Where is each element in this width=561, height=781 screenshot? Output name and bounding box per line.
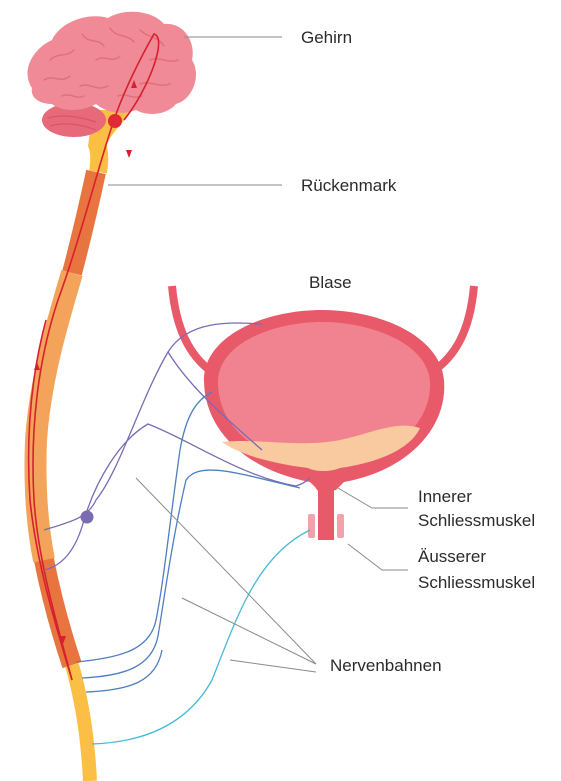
spinal-cord [35, 142, 99, 781]
label-spinal-cord: Rückenmark [301, 175, 396, 197]
nerve-blue-1 [76, 392, 212, 662]
outer-sphincter-right [337, 514, 344, 538]
leader-inner-sphincter [338, 488, 408, 508]
nerve-cyan [92, 530, 310, 744]
nerve-blue-2 [82, 470, 300, 678]
label-nerves: Nervenbahnen [330, 655, 442, 677]
ureter-right [432, 286, 474, 372]
label-inner-sphincter-line1: Innerer [418, 486, 472, 508]
label-outer-sphincter-line2: Schliessmuskel [418, 572, 535, 594]
leader-nerves-1 [136, 478, 316, 664]
spinal-cord-segment-3 [44, 560, 72, 665]
leader-nerves-2 [182, 598, 316, 664]
signal-center-dot [108, 114, 122, 128]
label-inner-sphincter-line2: Schliessmuskel [418, 510, 535, 532]
nerve-junction-dot [81, 511, 94, 524]
outer-sphincter-left [308, 514, 315, 538]
spinal-cord-segment-1 [72, 172, 96, 273]
leader-outer-sphincter [348, 544, 408, 570]
cerebrum [28, 12, 196, 114]
ureter-left [172, 286, 212, 372]
spinal-cord-lower-segment [72, 665, 90, 781]
label-bladder: Blase [309, 272, 352, 294]
label-brain: Gehirn [301, 27, 352, 49]
arrow-down-brain [126, 150, 132, 158]
label-outer-sphincter-line1: Äusserer [418, 546, 486, 568]
leader-nerves-3 [230, 660, 316, 672]
inner-sphincter [312, 476, 340, 494]
